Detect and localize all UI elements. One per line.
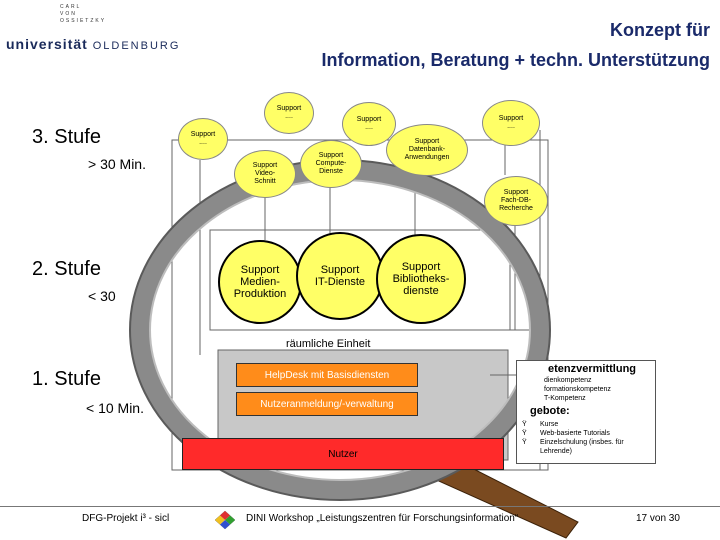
logo-line-3: OSSIETZKY [60,18,107,24]
support-circle-compute: Support Compute- Dienste [300,140,362,188]
offer-bullet-3: Ÿ [522,439,527,446]
support-circle-generic-4: Support .... [482,100,540,146]
title-line-2: Information, Beratung + techn. Unterstüt… [321,50,710,70]
support-circle-generic-1: Support .... [178,118,228,160]
helpdesk-box: HelpDesk mit Basisdiensten [236,363,418,387]
spatial-unit-label: räumliche Einheit [286,338,371,350]
user-label: Nutzer [328,448,358,460]
stage-2-label: 2. Stufe [32,258,101,280]
competence-item-1: dienkompetenz [544,377,592,384]
offers-title: gebote: [530,405,570,417]
competence-item-3: T-Kompetenz [544,395,586,402]
logo-line-2: VON [60,11,77,17]
competence-item-2: formationskompetenz [544,386,611,393]
logo-wordmark-a: universität [6,36,88,52]
offer-bullet-1: Ÿ [522,421,527,428]
footer-page-number: 17 von 30 [636,513,680,524]
competence-box [516,360,656,464]
offer-3: Einzelschulung (insbes. für [540,439,624,446]
logo-wordmark: universität OLDENBURG [6,36,180,52]
offer-1: Kurse [540,421,559,428]
footer-center: DINI Workshop „Leistungszentren für Fors… [246,513,519,524]
user-bar: Nutzer [182,438,504,470]
title-line-1: Konzept für [610,20,710,40]
competence-title: etenzvermittlung [548,363,637,375]
footer-divider [0,506,720,507]
support-circle-media: Support Medien- Produktion [218,240,302,324]
support-circle-generic-3: Support .... [342,102,396,146]
offer-2: Web-basierte Tutorials [540,430,610,437]
logo-wordmark-b: OLDENBURG [92,40,181,52]
support-circle-library: Support Bibliotheks- dienste [376,234,466,324]
support-circle-database: Support Datenbank- Anwendungen [386,124,468,176]
footer-left: DFG-Projekt i³ - sicl [82,513,170,524]
support-circle-generic-2: Support .... [264,92,314,134]
support-circle-fachdb: Support Fach-DB- Recherche [484,176,548,226]
stage-1-time: < 10 Min. [86,400,144,416]
logo-line-1: CARL [60,4,82,10]
offer-3-cont: Lehrende) [540,448,572,455]
offer-bullet-2: Ÿ [522,430,527,437]
colorful-diamond-icon [214,510,236,530]
stage-1-label: 1. Stufe [32,368,101,390]
stage-3-label: 3. Stufe [32,126,101,148]
stage-2-time: < 30 [88,288,116,304]
support-circle-video: Support Video- Schnitt [234,150,296,198]
support-circle-it: Support IT-Dienste [296,232,384,320]
stage-3-time: > 30 Min. [88,156,146,172]
registration-box: Nutzeranmeldung/-verwaltung [236,392,418,416]
